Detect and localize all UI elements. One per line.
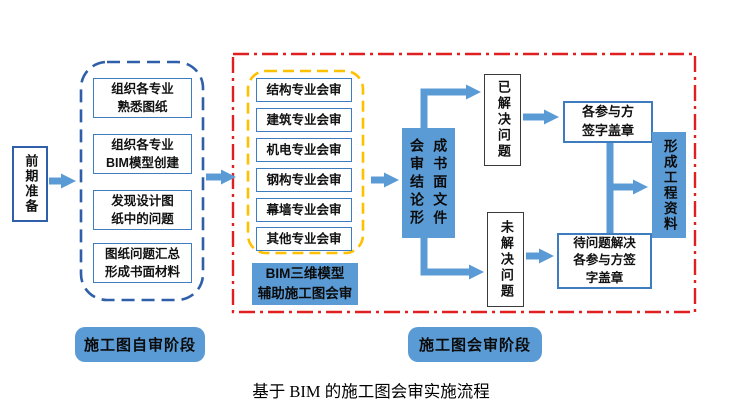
result-box: 形成工程资料 — [652, 132, 686, 238]
bim-support-box: BIM三维模型 辅助施工图会审 — [252, 263, 358, 305]
spec-other-review: 其他专业会审 — [256, 227, 352, 251]
step-familiarize-drawings: 组织各专业 熟悉图纸 — [93, 78, 192, 118]
spec-steel-review: 钢构专业会审 — [256, 168, 352, 192]
conclusion-col-right: 成书面文件 — [432, 138, 449, 228]
specialties-group-border — [246, 69, 365, 255]
sign-stamp-box: 各参与方 签字盖章 — [563, 101, 653, 143]
spec-structural-review: 结构专业会审 — [256, 78, 352, 102]
step-summarize-issues: 图纸问题汇总 形成书面材料 — [93, 243, 192, 283]
joint-review-stage-label: 施工图会审阶段 — [408, 327, 542, 362]
figure-caption: 基于 BIM 的施工图会审实施流程 — [252, 382, 490, 401]
pending-sign-stamp-box: 待问题解决 各参与方签 字盖章 — [557, 233, 652, 289]
conclusion-box: 会审结论形 成书面文件 — [402, 128, 455, 238]
spec-architectural-review: 建筑专业会审 — [256, 108, 352, 132]
spec-mep-review: 机电专业会审 — [256, 138, 352, 162]
spec-curtainwall-review: 幕墙专业会审 — [256, 198, 352, 222]
step-find-design-issues: 发现设计图 纸中的问题 — [93, 190, 192, 230]
self-review-stage-label: 施工图自审阶段 — [75, 327, 205, 362]
arrow-conclusion-to-unsolved — [420, 236, 484, 280]
conclusion-col-left: 会审结论形 — [409, 138, 425, 228]
arrow-conclusion-to-solved — [420, 84, 481, 130]
self-review-group-border — [79, 60, 205, 302]
prep-box: 前期准备 — [12, 146, 48, 222]
solved-issues-box: 已解决问题 — [484, 74, 521, 166]
step-bim-model-creation: 组织各专业 BIM模型创建 — [93, 134, 192, 174]
unsolved-issues-box: 未解决问题 — [487, 212, 524, 307]
